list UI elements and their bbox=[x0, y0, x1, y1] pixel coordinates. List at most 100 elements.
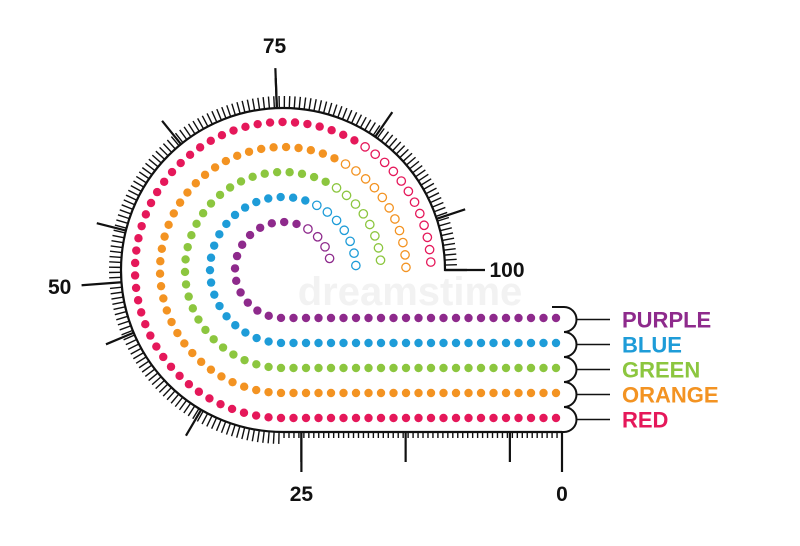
fine-tick bbox=[201, 115, 209, 127]
empty-dot bbox=[398, 237, 408, 248]
value-dot bbox=[464, 313, 473, 323]
fine-tick bbox=[226, 105, 232, 117]
value-dot bbox=[451, 313, 461, 323]
fine-tick bbox=[109, 255, 122, 259]
empty-dot bbox=[331, 183, 342, 193]
fine-tick bbox=[159, 146, 169, 157]
value-dot bbox=[276, 388, 286, 398]
value-dot bbox=[551, 313, 561, 323]
value-dot bbox=[539, 313, 548, 323]
fine-tick bbox=[109, 286, 122, 290]
value-dot bbox=[351, 338, 361, 348]
value-dot bbox=[476, 413, 486, 423]
series-red bbox=[130, 117, 561, 423]
fine-tick bbox=[123, 199, 136, 206]
empty-dot bbox=[375, 255, 386, 266]
value-dot bbox=[426, 413, 436, 423]
value-dot bbox=[501, 313, 511, 323]
value-dot bbox=[152, 187, 162, 197]
fine-tick bbox=[364, 119, 372, 131]
value-dot bbox=[206, 253, 216, 262]
empty-dot bbox=[303, 224, 313, 234]
value-dot bbox=[196, 357, 206, 367]
value-dot bbox=[276, 313, 286, 323]
value-dot bbox=[451, 413, 461, 423]
fine-tick bbox=[138, 360, 150, 369]
fine-tick bbox=[355, 114, 363, 126]
fine-tick bbox=[162, 143, 173, 153]
value-dot bbox=[389, 363, 398, 373]
fine-tick bbox=[119, 209, 132, 215]
value-dot bbox=[244, 147, 254, 156]
fine-tick bbox=[437, 216, 450, 222]
value-dot bbox=[326, 338, 336, 348]
value-dot bbox=[526, 363, 536, 373]
series-green bbox=[180, 167, 561, 373]
value-dot bbox=[426, 388, 436, 398]
value-dot bbox=[351, 363, 361, 373]
value-dot bbox=[188, 348, 197, 358]
fine-tick bbox=[395, 145, 406, 155]
value-dot bbox=[414, 363, 423, 373]
empty-dot bbox=[379, 157, 390, 168]
fine-tick bbox=[392, 141, 402, 152]
value-dot bbox=[401, 388, 411, 398]
fine-tick bbox=[111, 239, 124, 244]
value-dot bbox=[205, 394, 214, 403]
value-dot bbox=[326, 413, 336, 423]
value-dot bbox=[526, 338, 536, 348]
fine-ticks bbox=[109, 96, 563, 444]
value-dot bbox=[389, 413, 398, 423]
value-dot bbox=[376, 413, 386, 423]
value-dot bbox=[200, 170, 210, 180]
value-dot bbox=[166, 362, 176, 371]
value-dot bbox=[253, 119, 262, 129]
value-dot bbox=[539, 388, 548, 398]
value-dot bbox=[414, 338, 423, 348]
value-dot bbox=[451, 338, 461, 348]
value-dot bbox=[233, 151, 242, 161]
value-dot bbox=[265, 118, 275, 127]
empty-dot bbox=[358, 208, 369, 219]
empty-dot bbox=[320, 241, 330, 252]
fine-tick bbox=[201, 413, 209, 425]
value-dot bbox=[198, 209, 208, 218]
fine-tick bbox=[179, 129, 188, 141]
value-dot bbox=[389, 313, 398, 323]
value-dot bbox=[289, 413, 298, 423]
fine-tick bbox=[170, 393, 180, 404]
value-dot bbox=[237, 240, 247, 249]
value-dot bbox=[476, 363, 486, 373]
value-dot bbox=[240, 355, 249, 365]
value-dot bbox=[228, 377, 237, 387]
fine-tick bbox=[112, 234, 125, 239]
value-dot bbox=[489, 338, 498, 348]
value-dot bbox=[164, 220, 173, 229]
value-dot bbox=[215, 190, 225, 200]
value-dot bbox=[141, 210, 151, 219]
value-dot bbox=[156, 257, 165, 266]
value-dot bbox=[257, 144, 266, 154]
fine-tick bbox=[206, 415, 213, 427]
value-dot bbox=[264, 362, 273, 372]
value-dot bbox=[351, 413, 361, 423]
value-dot bbox=[414, 388, 423, 398]
value-dot bbox=[376, 363, 386, 373]
value-dot bbox=[194, 315, 203, 324]
fine-tick bbox=[183, 126, 192, 138]
frame-outline bbox=[119, 106, 562, 434]
value-dot bbox=[339, 130, 348, 140]
value-dot bbox=[464, 413, 473, 423]
value-dot bbox=[239, 408, 249, 417]
value-dot bbox=[526, 413, 536, 423]
empty-dot bbox=[414, 208, 425, 219]
value-dot bbox=[252, 385, 261, 395]
value-dot bbox=[137, 221, 146, 231]
value-dot bbox=[290, 118, 300, 127]
value-dot bbox=[414, 413, 423, 423]
fine-tick bbox=[438, 221, 451, 227]
tick-label-25: 25 bbox=[290, 483, 314, 506]
value-dot bbox=[439, 413, 448, 423]
value-dot bbox=[301, 196, 310, 205]
value-dot bbox=[339, 388, 348, 398]
